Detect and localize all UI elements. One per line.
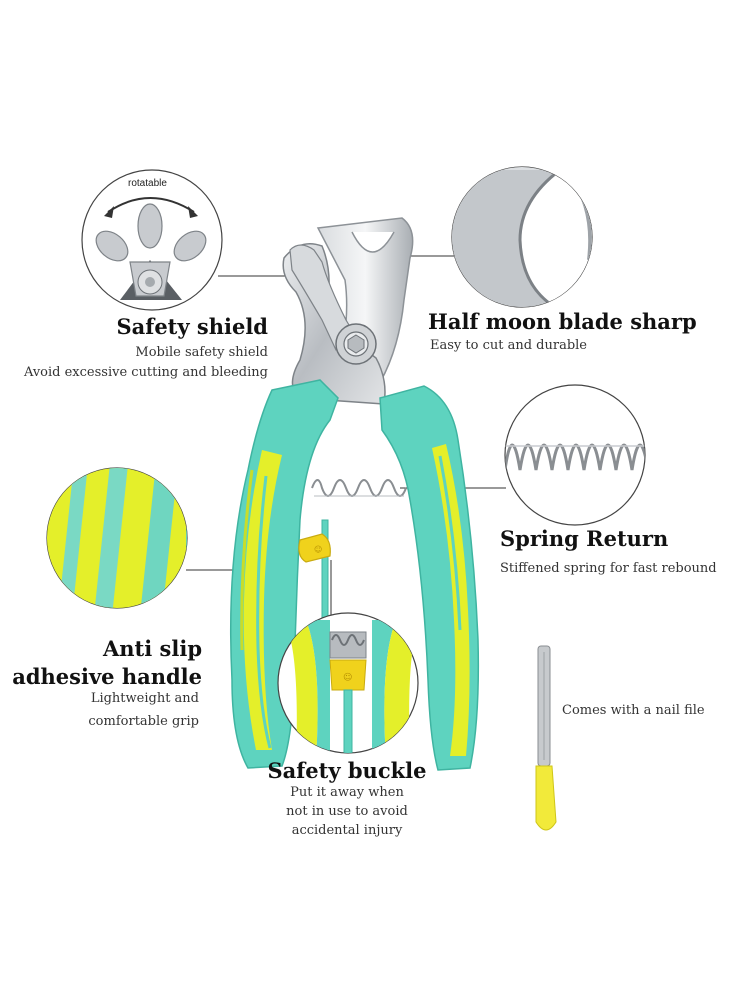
anti-slip-desc-1: Lightweight and [90, 691, 199, 706]
anti-slip-title-1: Anti slip [102, 636, 202, 661]
anti-slip-desc-2: comfortable grip [88, 714, 199, 729]
buckle-detail-circle: ☺ [277, 612, 419, 754]
handle-detail-circle [46, 467, 188, 609]
half-moon-title: Half moon blade sharp [428, 309, 697, 334]
nail-file-desc: Comes with a nail file [562, 703, 705, 718]
safety-buckle-title: Safety buckle [267, 758, 427, 783]
safety-buckle-desc-3: accidental injury [291, 823, 403, 838]
safety-buckle-desc-1: Put it away when [290, 785, 404, 800]
svg-text:☺: ☺ [314, 545, 322, 554]
nail-file [535, 645, 557, 831]
half-moon-desc: Easy to cut and durable [430, 338, 587, 353]
svg-text:☺: ☺ [343, 672, 352, 683]
spring-title: Spring Return [500, 526, 669, 551]
spring-desc: Stiffened spring for fast rebound [500, 561, 717, 576]
safety-shield-desc-2: Avoid excessive cutting and bleeding [23, 365, 268, 380]
anti-slip-title-2: adhesive handle [12, 664, 202, 689]
nail-clipper: ☺ [229, 217, 480, 771]
safety-buckle-desc-2: not in use to avoid [286, 804, 408, 819]
safety-shield-desc-1: Mobile safety shield [135, 345, 268, 360]
rotatable-detail-circle [81, 169, 223, 311]
safety-shield-title: Safety shield [116, 314, 268, 339]
spring-detail-circle [504, 384, 646, 526]
blade-detail-circle [451, 166, 593, 308]
rotatable-label: rotatable [128, 178, 167, 189]
